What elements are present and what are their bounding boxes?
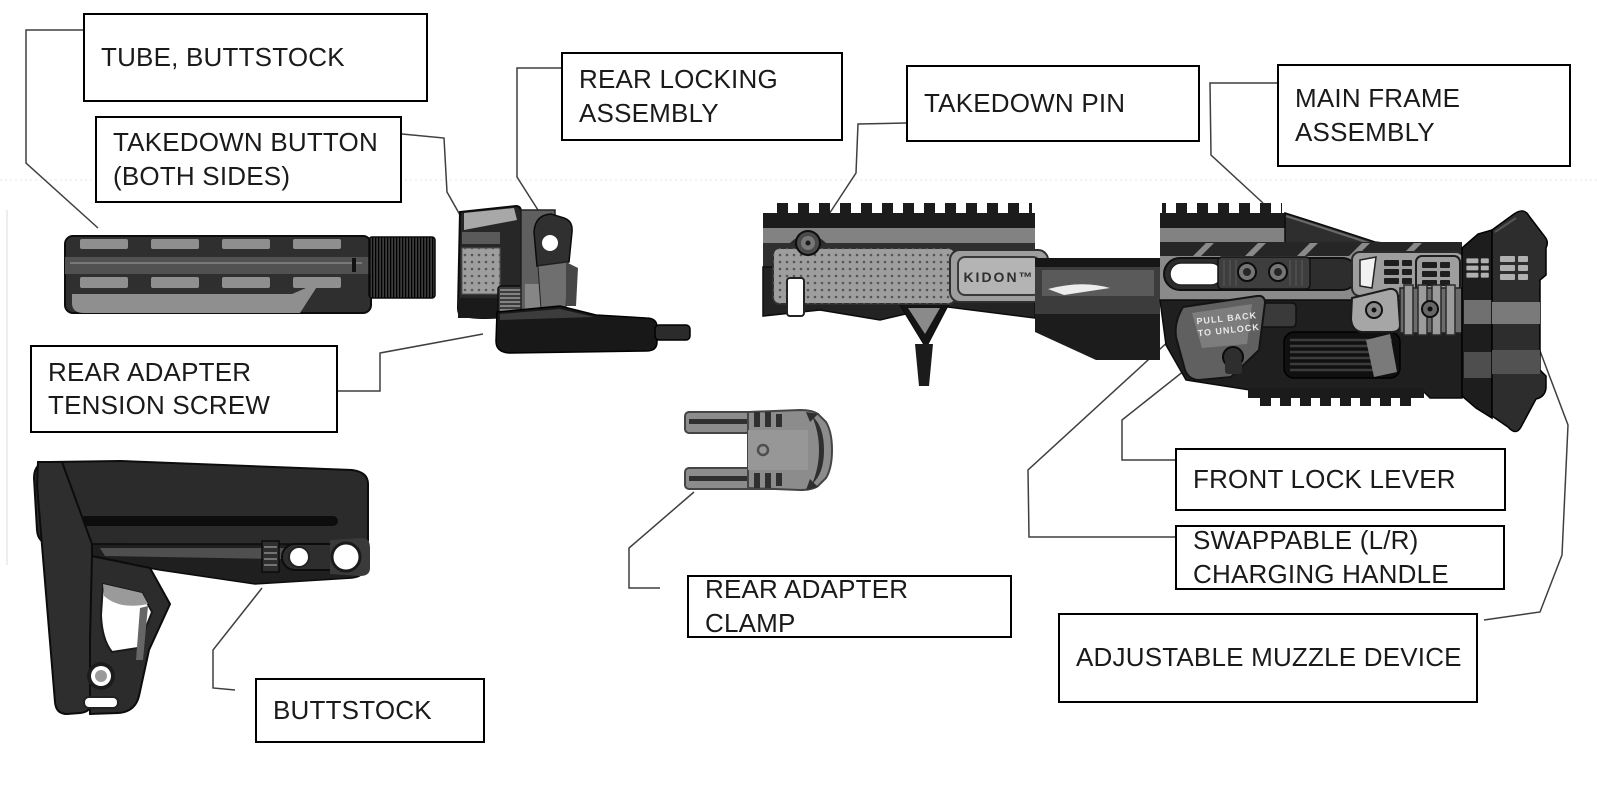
- muzzle-device-part: [1491, 210, 1549, 433]
- label-rear-adapter-tension-screw: REAR ADAPTER TENSION SCREW: [30, 345, 338, 433]
- kidon-logo-text: KIDON™: [963, 269, 1034, 285]
- leader-rear-adapter-tension-screw: [338, 333, 484, 392]
- label-adjustable-muzzle-device: ADJUSTABLE MUZZLE DEVICE: [1058, 613, 1478, 703]
- label-buttstock: BUTTSTOCK: [255, 678, 485, 743]
- part-buttstock: [32, 459, 370, 716]
- part-buttstock-tube: [64, 235, 436, 314]
- part-rear-adapter-clamp: [684, 408, 834, 492]
- label-front-lock-lever: FRONT LOCK LEVER: [1175, 448, 1506, 511]
- leader-swappable-charging-handle: [1027, 272, 1244, 538]
- leader-main-frame-assembly: [1209, 82, 1277, 204]
- charging-handle-part: [1163, 256, 1359, 291]
- leader-adjustable-muzzle-device: [1483, 342, 1569, 621]
- leader-buttstock: [212, 587, 263, 691]
- label-takedown-button: TAKEDOWN BUTTON (BOTH SIDES): [95, 116, 402, 203]
- label-rear-locking-assembly: REAR LOCKING ASSEMBLY: [561, 52, 843, 141]
- part-main-frame-assembly: KIDON™: [762, 203, 1549, 433]
- label-takedown-pin: TAKEDOWN PIN: [906, 65, 1200, 142]
- leader-front-lock-lever: [1121, 358, 1200, 461]
- leader-rear-locking-assembly: [516, 67, 561, 222]
- leader-tube-buttstock: [25, 29, 99, 229]
- label-tube-buttstock: TUBE, BUTTSTOCK: [83, 13, 428, 102]
- label-rear-adapter-clamp: REAR ADAPTER CLAMP: [687, 574, 1012, 638]
- label-main-frame-assembly: MAIN FRAME ASSEMBLY: [1277, 64, 1571, 167]
- label-swappable-charging-handle: SWAPPABLE (L/R) CHARGING HANDLE: [1175, 525, 1505, 590]
- front-lock-lever-part: PULL BACK TO UNLOCK: [1174, 294, 1267, 382]
- part-rear-locking-assembly: [456, 204, 691, 354]
- leader-rear-adapter-clamp: [628, 491, 695, 589]
- takedown-pin-part: [795, 230, 821, 256]
